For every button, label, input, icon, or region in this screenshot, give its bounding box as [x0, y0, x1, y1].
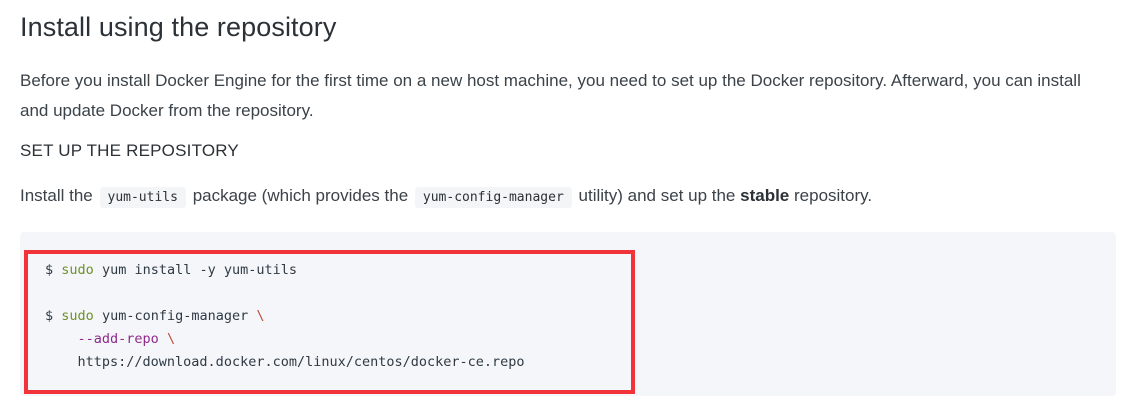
instruction-bold-stable: stable [740, 186, 790, 205]
code-line-3: --add-repo \ [45, 331, 176, 347]
instruction-paragraph: Install the yum-utils package (which pro… [20, 182, 872, 212]
code-line-2: $ sudo yum-config-manager \ [45, 308, 265, 324]
command-sudo: sudo [61, 308, 94, 324]
prompt-symbol: $ [45, 262, 54, 278]
intro-paragraph: Before you install Docker Engine for the… [20, 71, 1081, 120]
code-listing[interactable]: $ sudo yum install -y yum-utils $ sudo y… [45, 259, 525, 374]
red-highlight-box [24, 250, 635, 394]
code-line-1: $ sudo yum install -y yum-utils [45, 262, 297, 278]
line-continuation: \ [256, 308, 265, 324]
command-text: yum install -y yum-utils [101, 262, 298, 278]
code-line-4: https://download.docker.com/linux/centos… [45, 354, 525, 370]
page-title: Install using the repository [20, 12, 337, 42]
repo-url: https://download.docker.com/linux/centos… [77, 354, 525, 370]
prompt-symbol: $ [45, 308, 54, 324]
section-heading: SET UP THE REPOSITORY [20, 141, 239, 160]
inline-code-yum-utils: yum-utils [99, 187, 186, 208]
line-continuation: \ [166, 331, 176, 347]
code-block[interactable]: $ sudo yum install -y yum-utils $ sudo y… [20, 232, 1116, 396]
instruction-text-3: utility) and set up the [578, 186, 736, 205]
command-sudo: sudo [61, 262, 94, 278]
instruction-text-2: package (which provides the [192, 186, 409, 205]
instruction-text-1: Install the [20, 186, 93, 205]
command-text: yum-config-manager [101, 308, 249, 324]
inline-code-yum-config-manager: yum-config-manager [414, 187, 572, 208]
instruction-text-4: repository. [794, 186, 873, 205]
option-add-repo: --add-repo [77, 331, 159, 347]
